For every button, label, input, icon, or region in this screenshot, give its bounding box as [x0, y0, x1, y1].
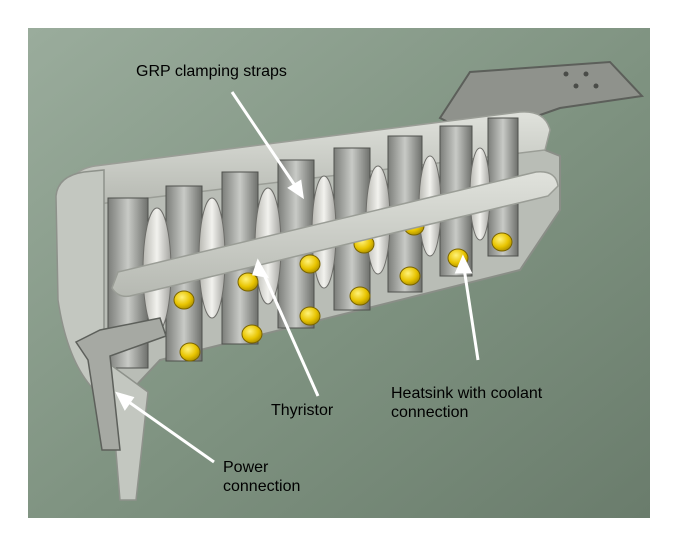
label-heatsink-line1: Heatsink with coolant: [391, 385, 543, 402]
label-grp-clamping-straps: GRP clamping straps: [136, 63, 287, 80]
label-power-line1: Power: [223, 459, 269, 476]
busbar-holes: [563, 71, 599, 89]
label-heatsink-line2: connection: [391, 404, 469, 421]
label-thyristor: Thyristor: [271, 402, 334, 419]
label-heatsink: Heatsink with coolant connection: [391, 384, 542, 422]
power-connection-bar: [74, 317, 167, 451]
grp-strap-front: [111, 171, 559, 298]
annotation-arrows: [115, 91, 480, 464]
label-power-line2: connection: [223, 478, 301, 495]
label-power-connection: Power connection: [223, 458, 300, 496]
